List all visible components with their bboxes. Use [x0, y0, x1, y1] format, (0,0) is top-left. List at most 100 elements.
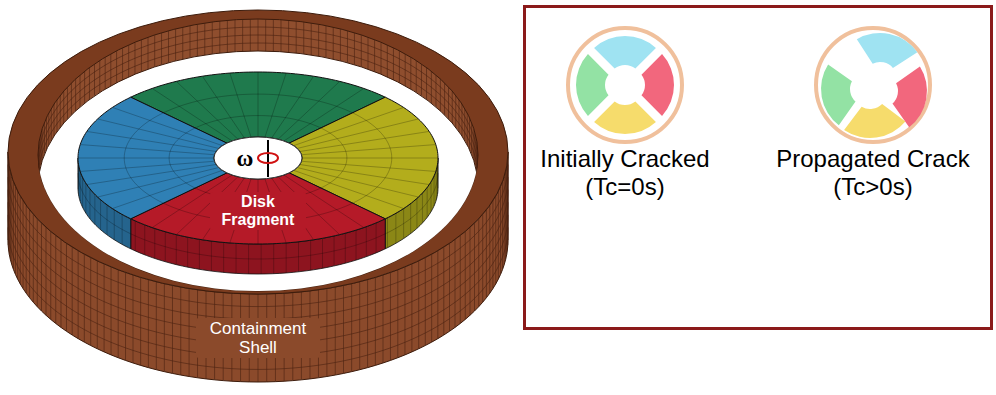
mesh-line	[235, 20, 236, 56]
mesh-line	[347, 31, 348, 67]
mesh-line	[411, 264, 412, 352]
mesh-line	[288, 20, 289, 56]
mesh-line	[202, 76, 244, 138]
containment-shell	[8, 10, 508, 382]
mesh-line	[116, 51, 117, 87]
mesh-line	[311, 23, 312, 59]
mesh-line	[118, 270, 119, 358]
mesh-line	[343, 285, 344, 373]
panel-caption: Propagated Crack (Tc>0s)	[766, 145, 981, 202]
mesh-line	[280, 20, 281, 56]
mesh-line	[84, 71, 85, 107]
mesh-line	[124, 113, 163, 203]
mesh-line	[67, 87, 68, 123]
legend-panel: Initially Cracked (Tc=0s)Propagated Crac…	[523, 5, 993, 330]
mesh-line	[325, 26, 326, 62]
mesh-line	[367, 280, 368, 368]
mesh-line	[258, 19, 259, 55]
mesh-line	[300, 131, 429, 151]
mesh-line	[164, 284, 165, 372]
mesh-line	[80, 75, 81, 111]
mesh-line	[303, 22, 304, 58]
mesh-line	[134, 42, 135, 78]
mesh-line	[78, 158, 214, 159]
mesh-line	[112, 107, 222, 145]
mesh-line	[265, 19, 266, 55]
mesh-line	[66, 243, 67, 331]
mesh-line	[321, 128, 347, 188]
mesh-line	[122, 48, 123, 84]
mesh-line	[78, 251, 79, 339]
mesh-line	[426, 68, 427, 104]
mesh-line	[89, 68, 90, 104]
mesh-line	[431, 71, 432, 107]
mesh-line	[104, 264, 105, 352]
shell-outer-wall	[8, 152, 508, 382]
mesh-line	[219, 21, 220, 57]
mesh-line	[97, 261, 98, 349]
mesh-line	[227, 20, 228, 56]
mesh-line	[397, 270, 398, 358]
mesh-line	[180, 287, 181, 375]
mesh-line	[410, 57, 411, 93]
mesh-line	[190, 26, 191, 62]
mesh-line	[168, 31, 169, 67]
mesh-line	[374, 40, 375, 76]
mesh-line	[169, 128, 195, 188]
mesh-line	[84, 254, 85, 342]
fragment-sketch	[816, 28, 932, 142]
mesh-line	[212, 22, 213, 58]
disk-hub	[214, 137, 302, 179]
mesh-line	[195, 116, 321, 128]
mesh-line	[421, 64, 422, 100]
mesh-line	[458, 100, 459, 136]
mesh-line	[72, 247, 73, 335]
mesh-line	[359, 282, 360, 370]
mesh-line	[318, 24, 319, 60]
mesh-line	[189, 288, 190, 376]
mesh-line	[440, 79, 441, 115]
fragment-piece	[576, 54, 609, 116]
mesh-line	[133, 275, 134, 363]
mesh-line	[175, 29, 176, 65]
mesh-line	[172, 285, 173, 373]
mesh-line	[448, 87, 449, 123]
mesh-line	[182, 27, 183, 63]
mesh-line	[301, 161, 435, 171]
mesh-line	[94, 64, 95, 100]
mesh-line	[63, 91, 64, 127]
mesh-line	[326, 288, 327, 376]
mesh-line	[230, 73, 251, 137]
mesh-line	[381, 42, 382, 78]
mesh-line	[449, 243, 450, 331]
mesh-line	[443, 247, 444, 335]
mesh-line	[405, 54, 406, 90]
mesh-line	[156, 282, 157, 370]
speed-symbol: ω	[234, 146, 256, 172]
mesh-line	[437, 251, 438, 339]
mesh-line	[87, 164, 216, 184]
mesh-line	[60, 95, 61, 131]
mesh-line	[393, 48, 394, 84]
mesh-line	[204, 23, 205, 59]
mesh-line	[272, 76, 314, 138]
mesh-line	[431, 254, 432, 342]
fragment-piece	[594, 36, 656, 69]
mesh-line	[387, 45, 388, 81]
mesh-line	[452, 91, 453, 127]
mesh-line	[71, 83, 72, 119]
mesh-line	[353, 113, 392, 203]
disk	[78, 72, 438, 274]
mesh-line	[110, 54, 111, 90]
mesh-line	[425, 258, 426, 346]
mesh-line	[163, 94, 352, 113]
fragment-piece	[853, 28, 920, 73]
shell-floor	[38, 51, 478, 323]
mesh-line	[57, 100, 58, 136]
mesh-line	[416, 61, 417, 97]
mesh-line	[140, 277, 141, 365]
fragment-piece	[816, 61, 859, 128]
mesh-line	[399, 51, 400, 87]
mesh-line	[335, 287, 336, 375]
